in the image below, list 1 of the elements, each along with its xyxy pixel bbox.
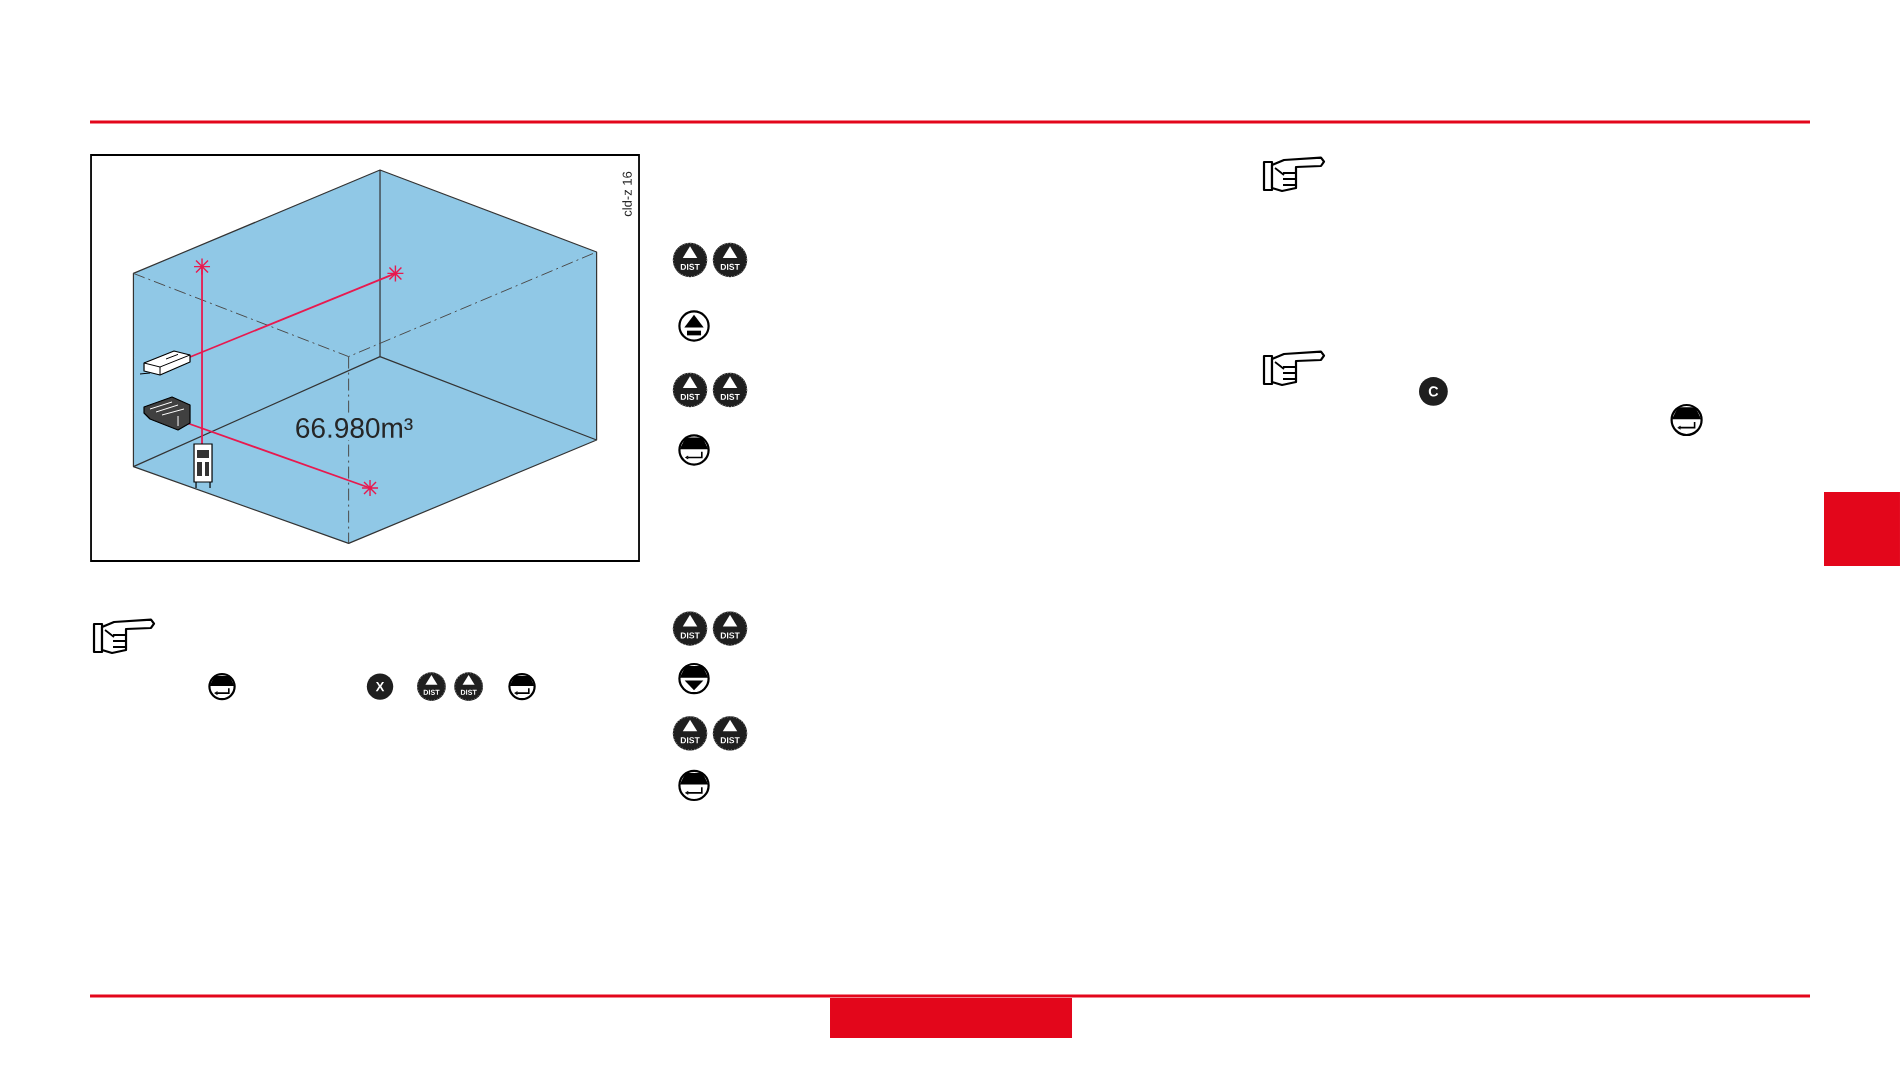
volume-reading: 66.980m³: [292, 416, 416, 440]
